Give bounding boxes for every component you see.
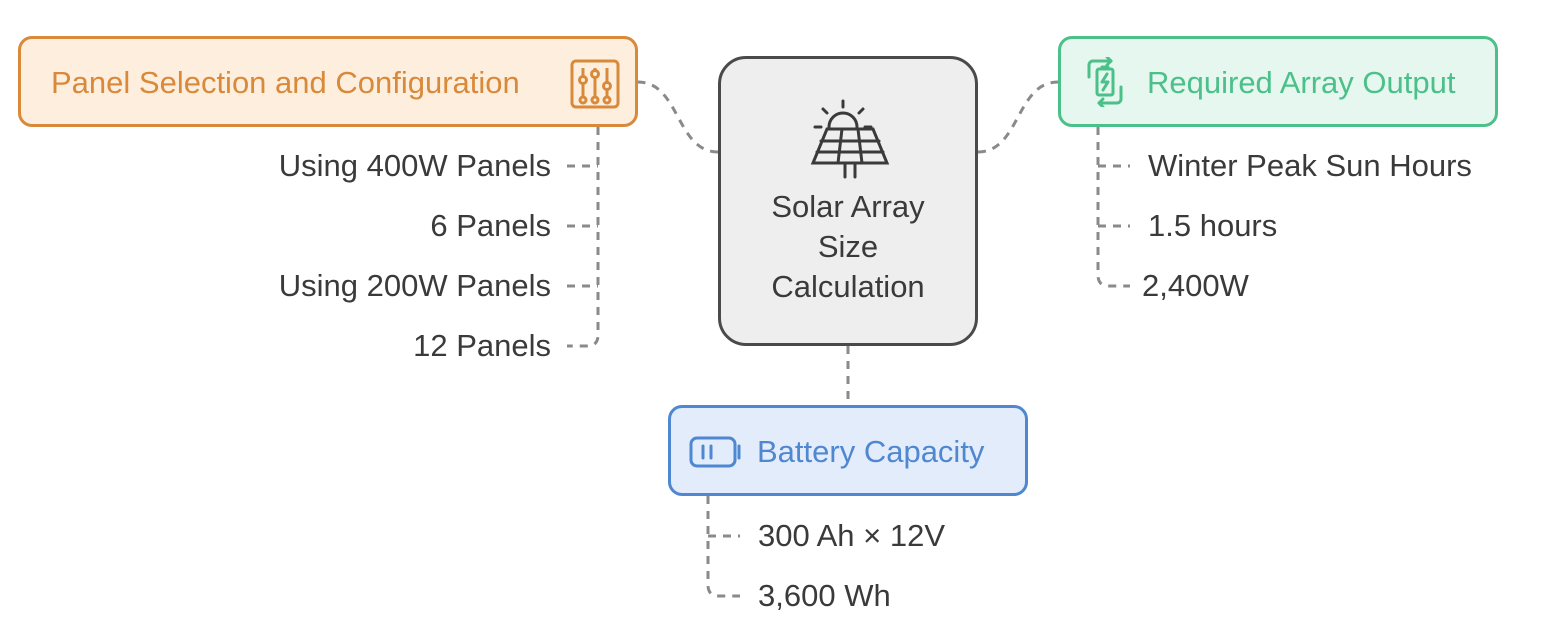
sliders-icon (570, 59, 620, 109)
center-title: Solar Array Size Calculation (721, 187, 975, 307)
required-output-node[interactable]: Required Array Output (1058, 36, 1498, 127)
center-title-line-1: Solar Array (771, 189, 925, 224)
connector-panel-branch (567, 127, 600, 348)
panel-item-4: 12 Panels (413, 328, 551, 363)
connector-battery-branch (706, 496, 740, 598)
panel-selection-title: Panel Selection and Configuration (51, 65, 520, 100)
battery-recycle-icon (1087, 57, 1123, 107)
panel-item-3: Using 200W Panels (278, 268, 551, 303)
battery-icon (689, 436, 741, 468)
output-item-2: 1.5 hours (1148, 208, 1278, 243)
connector-center-output (977, 80, 1059, 154)
center-node[interactable]: Solar Array Size Calculation (718, 56, 978, 346)
battery-item-2: 3,600 Wh (758, 578, 891, 613)
output-item-3: 2,400W (1142, 268, 1249, 303)
battery-capacity-title: Battery Capacity (757, 434, 985, 469)
connector-output-branch (1096, 127, 1130, 288)
panel-item-2: 6 Panels (430, 208, 551, 243)
battery-capacity-node[interactable]: Battery Capacity (668, 405, 1028, 496)
required-output-title: Required Array Output (1147, 65, 1456, 100)
panel-item-1: Using 400W Panels (278, 148, 551, 183)
battery-item-1: 300 Ah × 12V (758, 518, 946, 553)
panel-selection-node[interactable]: Panel Selection and Configuration (18, 36, 638, 127)
connector-center-panel (637, 80, 719, 154)
solar-panel-icon (810, 99, 890, 179)
output-item-1: Winter Peak Sun Hours (1148, 148, 1472, 183)
center-title-line-2: Size (817, 229, 879, 264)
center-title-line-3: Calculation (771, 269, 925, 304)
